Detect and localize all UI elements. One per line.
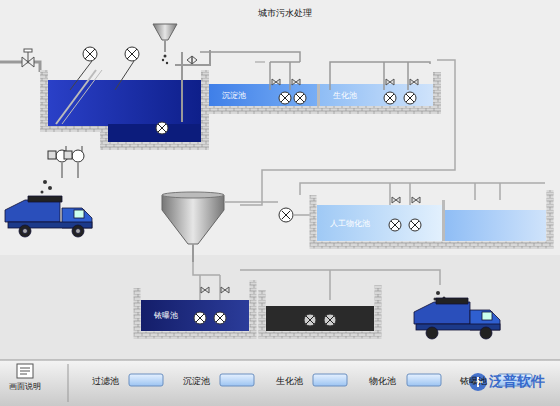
aerator-symbol bbox=[326, 316, 334, 324]
tank-label: 画面说明 bbox=[9, 381, 41, 392]
aerator-symbol bbox=[409, 219, 421, 231]
aerator-symbol bbox=[404, 92, 416, 104]
aerator-symbol bbox=[391, 221, 399, 229]
aerator-symbol bbox=[296, 94, 304, 102]
tank-label: 生化池 bbox=[333, 90, 357, 101]
aerator-symbol bbox=[294, 92, 306, 104]
aerator-symbol bbox=[304, 314, 316, 326]
aerator-symbol bbox=[216, 314, 224, 322]
diagram-title: 城市污水处理 bbox=[258, 7, 312, 20]
menu-label: 沉淀池 bbox=[183, 375, 210, 388]
aerator-symbol bbox=[411, 221, 419, 229]
aerator-symbol bbox=[324, 314, 336, 326]
aerator-symbol bbox=[279, 92, 291, 104]
aerator-symbol bbox=[384, 92, 396, 104]
valve-symbol bbox=[392, 197, 400, 203]
valve-symbol bbox=[292, 79, 300, 85]
aerator-symbol bbox=[406, 94, 414, 102]
valve-symbol bbox=[221, 287, 229, 293]
menu-button: 画面说明 bbox=[2, 379, 48, 393]
aerator-symbol bbox=[196, 314, 204, 322]
tank-water: 铱曝池 bbox=[141, 300, 191, 331]
menu-label: 物化池 bbox=[369, 375, 396, 388]
valve-symbol bbox=[410, 79, 418, 85]
aerator-symbol bbox=[389, 219, 401, 231]
menu-label: 生化池 bbox=[276, 375, 303, 388]
aerator-symbol bbox=[194, 312, 206, 324]
aerator-symbol bbox=[306, 316, 314, 324]
tank-label: 人工物化池 bbox=[330, 218, 370, 229]
valve-symbol bbox=[386, 79, 394, 85]
aerator-symbol bbox=[214, 312, 226, 324]
watermark: 泛普软件 bbox=[489, 373, 545, 391]
tank-label: 铱曝池 bbox=[154, 310, 178, 321]
menu-label: 过滤池 bbox=[92, 375, 119, 388]
aerator-symbol bbox=[386, 94, 394, 102]
menu-label: 铱曝池 bbox=[460, 375, 487, 388]
tank-water: 生化池 bbox=[320, 84, 370, 106]
valve-symbol bbox=[272, 79, 280, 85]
valve-symbol bbox=[201, 287, 209, 293]
tank-water: 人工物化池 bbox=[317, 205, 383, 241]
valve-symbol bbox=[412, 197, 420, 203]
aerator-symbol bbox=[281, 94, 289, 102]
tank-water: 沉淀池 bbox=[209, 84, 259, 106]
tank-label: 沉淀池 bbox=[222, 90, 246, 101]
